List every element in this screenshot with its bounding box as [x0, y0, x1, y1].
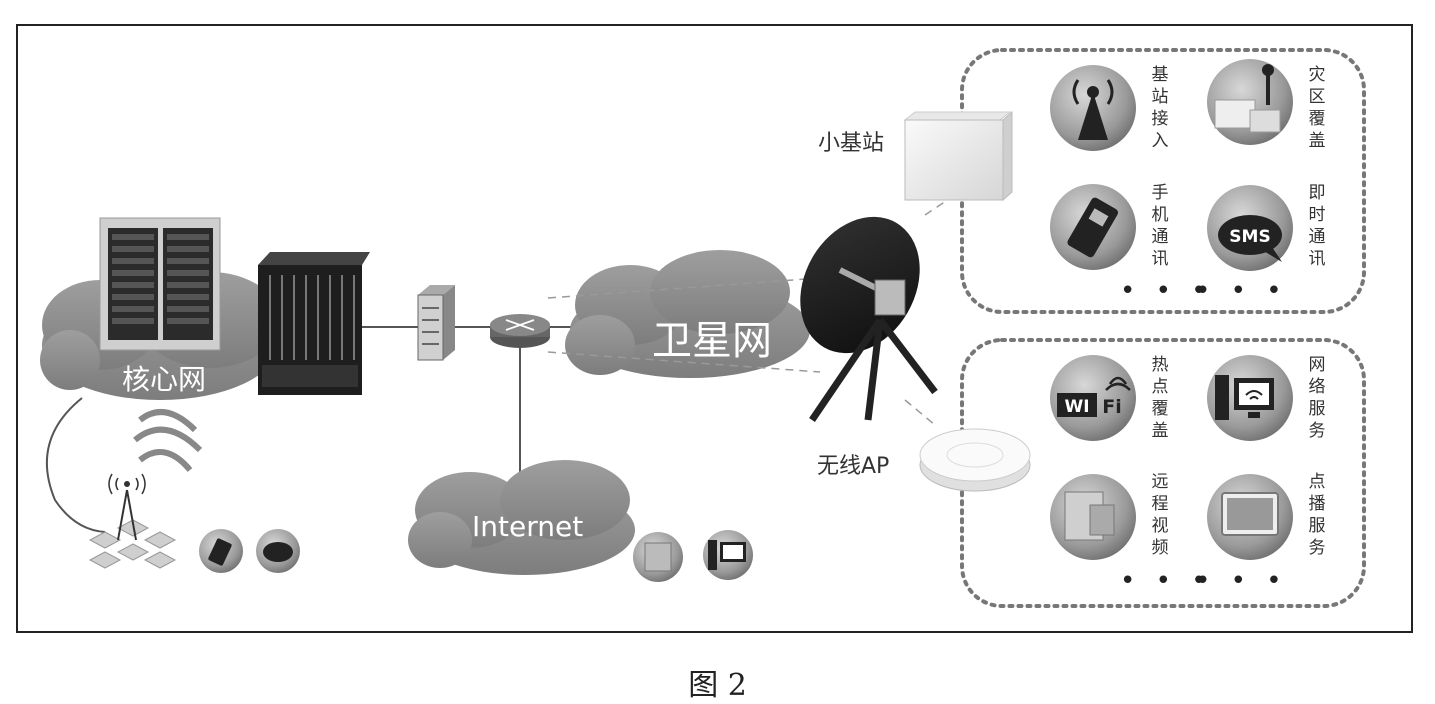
- network-chassis-icon: [258, 252, 370, 395]
- server-rack-icon: [99, 217, 221, 351]
- service-label-remote-video: 远程视频: [1151, 472, 1169, 558]
- sms-bubble-icon: SMS: [1207, 185, 1293, 271]
- service-label-mobile-communication: 手机通讯: [1151, 183, 1169, 269]
- ellipsis-bottom-left: • • •: [1120, 566, 1213, 596]
- service-label-network-service: 网络服务: [1308, 355, 1326, 441]
- router-icon: [490, 314, 550, 348]
- computer-small-icon: [703, 530, 753, 580]
- service-label-instant-messaging: 即时通讯: [1308, 183, 1326, 269]
- video-icon: [1050, 474, 1136, 560]
- wireless-ap-label: 无线AP: [817, 454, 890, 479]
- satellite-network-cloud: [565, 250, 810, 378]
- internet-label: Internet: [472, 510, 584, 543]
- service-label-on-demand-service: 点播服务: [1308, 472, 1326, 558]
- china-mobile-logo: [133, 409, 203, 472]
- sms-small-icon: [256, 529, 300, 573]
- mobile-phone-icon: [1050, 184, 1136, 270]
- network-links: [45, 326, 572, 533]
- internet-cloud: [408, 460, 635, 575]
- wifi-logo-icon: WI Fi: [1050, 355, 1136, 441]
- switch-icon: [417, 285, 455, 361]
- computer-wifi-icon: [1207, 355, 1293, 441]
- small-cell-device-icon: [903, 110, 1013, 202]
- service-label-hotspot-coverage: 热点覆盖: [1151, 355, 1169, 441]
- ellipsis-bottom-right: • • •: [1195, 566, 1288, 596]
- signal-tower-icon: [1050, 65, 1136, 151]
- figure-caption: 图 2: [688, 668, 747, 703]
- base-station-tower-icon: [88, 473, 177, 569]
- ellipsis-top-left: • • •: [1120, 276, 1213, 306]
- disaster-area-icon: [1207, 59, 1293, 145]
- mobile-phone-small-icon: [199, 529, 243, 573]
- wifi-wi-text: WI: [1064, 397, 1089, 417]
- small-cell-label: 小基站: [818, 131, 885, 156]
- sms-text: SMS: [1229, 227, 1270, 247]
- video-small-icon: [633, 532, 683, 582]
- wireless-ap-device-icon: [919, 428, 1031, 492]
- tablet-icon: [1207, 474, 1293, 560]
- service-label-disaster-coverage: 灾区覆盖: [1308, 65, 1326, 151]
- ellipsis-top-right: • • •: [1195, 276, 1288, 306]
- core-network-label: 核心网: [122, 363, 207, 396]
- satellite-network-label: 卫星网: [652, 318, 772, 364]
- service-label-base-station-access: 基站接入: [1151, 65, 1169, 151]
- satellite-dish-icon: [800, 216, 938, 422]
- wifi-fi-text: Fi: [1102, 396, 1122, 418]
